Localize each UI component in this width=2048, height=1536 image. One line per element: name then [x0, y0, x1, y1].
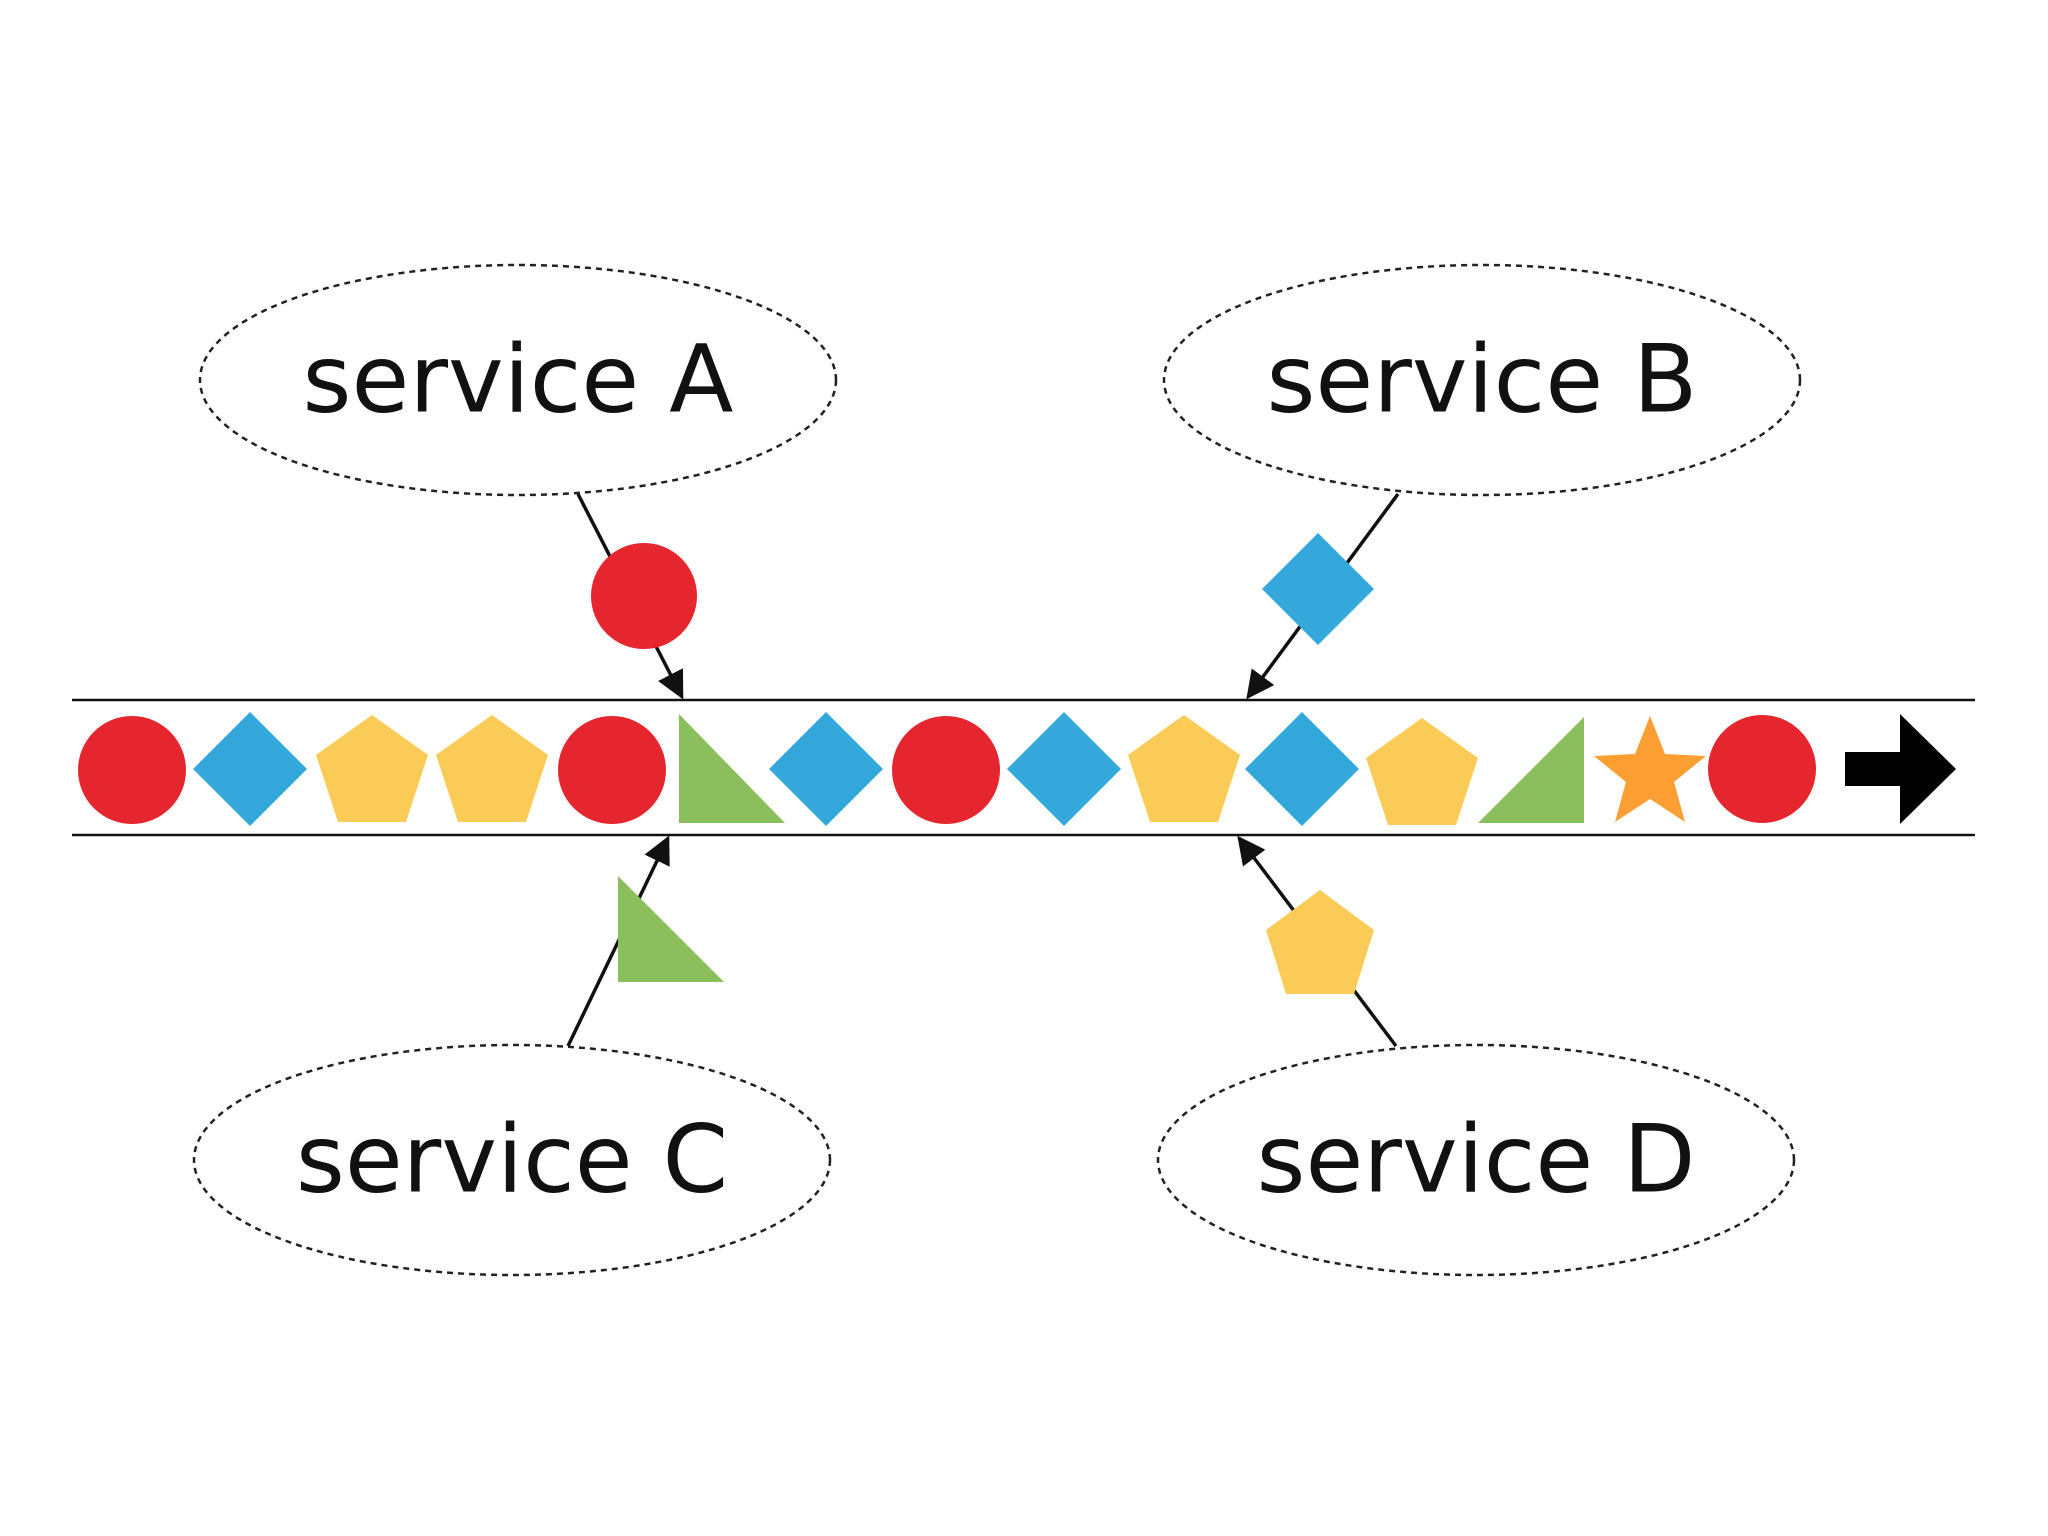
- service-a-ellipse: [198, 263, 838, 497]
- service-a-event-circle: [591, 543, 697, 649]
- stream-item-diamond: [769, 712, 883, 826]
- service-b-node: service B: [1162, 263, 1802, 497]
- stream-item-diamond: [1007, 712, 1121, 826]
- stream-item-pentagon: [1128, 715, 1240, 822]
- stream-item-circle: [892, 716, 1000, 824]
- stream-item-pentagon: [316, 715, 428, 822]
- service-d-node: service D: [1156, 1043, 1796, 1277]
- arrow-right-icon: [1845, 714, 1956, 824]
- event-stream: [78, 712, 1956, 826]
- stream-item-pentagon: [436, 715, 548, 822]
- service-c-ellipse: [192, 1043, 832, 1277]
- service-b-label: service B: [1266, 326, 1697, 435]
- stream-item-circle: [558, 716, 666, 824]
- stream-item-star: [1594, 716, 1706, 822]
- service-b-event-diamond: [1262, 533, 1374, 645]
- stream-item-pentagon: [1366, 718, 1478, 825]
- service-c-node: service C: [192, 1043, 832, 1277]
- service-a-node: service A: [198, 263, 838, 497]
- service-b-ellipse: [1162, 263, 1802, 497]
- stream-item-diamond: [193, 712, 307, 826]
- service-c-event-triangle: [618, 876, 724, 982]
- service-d-label: service D: [1257, 1106, 1696, 1215]
- stream-item-triangle: [1478, 717, 1584, 823]
- service-d-ellipse: [1156, 1043, 1796, 1277]
- stream-item-diamond: [1245, 712, 1359, 826]
- service-a-label: service A: [303, 326, 734, 435]
- stream-item-circle: [1708, 715, 1816, 823]
- stream-item-triangle: [679, 714, 785, 823]
- stream-item-circle: [78, 716, 186, 824]
- service-c-label: service C: [296, 1106, 728, 1215]
- service-d-event-pentagon: [1266, 890, 1374, 994]
